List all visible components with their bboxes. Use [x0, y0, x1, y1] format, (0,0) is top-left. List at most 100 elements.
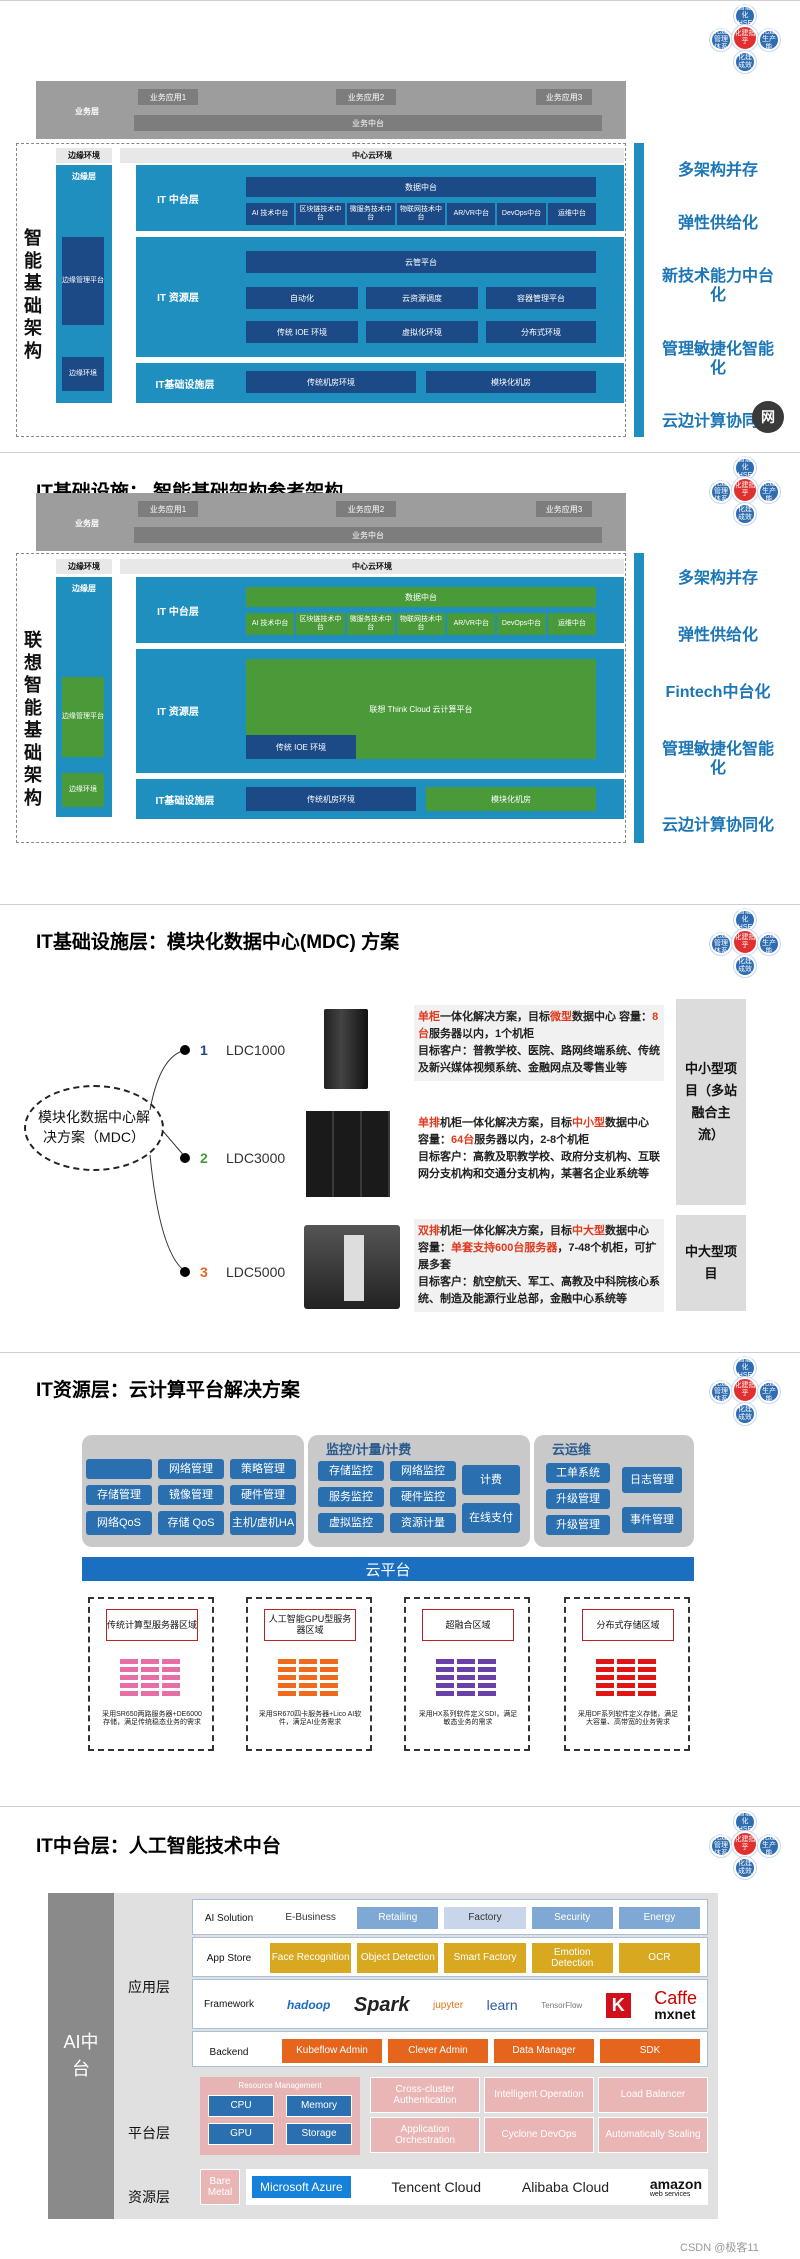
caffe-logo: Caffe [654, 1989, 697, 2007]
store-cell: Smart Factory [443, 1942, 526, 1974]
hl: 64台 [451, 1134, 474, 1146]
row-label: Backend [197, 2042, 261, 2062]
server-unit [478, 1659, 496, 1664]
app-solution-row: AI Solution E-Business Retailing Factory… [192, 1899, 708, 1935]
server-unit [617, 1675, 635, 1680]
cloud-mgmt: 云管平台 [246, 251, 596, 273]
mgmt-cell: 硬件管理 [230, 1485, 296, 1505]
row-label: Framework [197, 1994, 261, 2014]
mgmt-cell: 策略管理 [230, 1459, 296, 1479]
ioe-env: 传统 IOE 环境 [246, 735, 356, 759]
spark-logo: Spark [354, 1994, 410, 2017]
server-unit [320, 1675, 338, 1680]
slide-ai: IT中台层：人工智能技术中台 智能化HSE 化建管理体系 化建指乎 化建生产能 … [0, 1806, 800, 2259]
mod-room: 模块化机房 [426, 371, 596, 393]
right-item: 多架构并存 [662, 161, 774, 180]
right-item: 云边计算协同化 [662, 816, 774, 835]
vertical-title: 联想智能基础架构 [22, 629, 44, 809]
tencent-logo: Tencent Cloud [392, 2179, 482, 2195]
edge-platform: 边缘管理平台 [62, 677, 104, 757]
plat-cell: Automatically Scaling [598, 2117, 708, 2153]
right-list: 多架构并存 弹性供给化 Fintech中台化 管理敏捷化智能化 云边计算协同化 [662, 569, 774, 835]
backend-row: Backend Kubeflow Admin Clever Admin Data… [192, 2031, 708, 2067]
server-unit [141, 1659, 159, 1664]
tensorflow-logo: TensorFlow [541, 2001, 582, 2010]
mid-cells: AI 技术中台 区块链技术中台 微服务技术中台 物联网技术中台 AR/VR中台 … [246, 613, 596, 635]
dist-env: 分布式环境 [486, 321, 596, 343]
solution-cells: E-Business Retailing Factory Security En… [269, 1906, 701, 1930]
server-unit [436, 1683, 454, 1688]
store-cell: Object Detection [356, 1942, 439, 1974]
infra-layer-label: IT基础设施层 [140, 792, 230, 806]
row-label: App Store [197, 1948, 261, 1968]
watermark: CSDN @极客11 [680, 2239, 759, 2255]
solution-cell: Factory [443, 1906, 526, 1930]
server-unit [638, 1683, 656, 1688]
virt-env: 虚拟化环境 [366, 321, 478, 343]
right-item: 弹性供给化 [662, 214, 774, 233]
solution-cell: Energy [618, 1906, 701, 1930]
server-unit [596, 1675, 614, 1680]
framework-logos: hadoop Spark jupyter learn TensorFlow K … [287, 1988, 697, 2022]
server-unit [299, 1675, 317, 1680]
server-unit [596, 1659, 614, 1664]
infra-layer-label: IT基础设施层 [140, 376, 230, 390]
server-unit [638, 1691, 656, 1696]
slide5-title: IT中台层：人工智能技术中台 [36, 1831, 281, 1858]
edge-layer-label: 边缘层 [56, 581, 112, 595]
mid-cell: AI 技术中台 [246, 613, 294, 635]
ops-left: 工单系统 升级管理 升级管理 [546, 1463, 610, 1535]
edge-platform: 边缘管理平台 [62, 237, 104, 325]
right-list: 多架构并存 弹性供给化 新技术能力中台化 管理敏捷化智能化 云边计算协同化 [662, 161, 774, 431]
container: 容器管理平台 [486, 287, 596, 309]
vertical-title: 智能基础架构 [22, 227, 44, 362]
server-unit [596, 1691, 614, 1696]
zone-servers [596, 1659, 656, 1696]
log-mgmt: 日志管理 [622, 1467, 682, 1493]
right-arrow [634, 553, 644, 843]
logo: 智能化HSE 化建管理体系 化建指乎 化建生产能 化建成效 [706, 1357, 786, 1431]
server-unit [457, 1691, 475, 1696]
store-cell: OCR [618, 1942, 701, 1974]
mdc-name-3: LDC5000 [226, 1264, 285, 1280]
caffe-mxnet: Caffe mxnet [654, 1989, 697, 2021]
server-unit [299, 1683, 317, 1688]
ioe-env: 传统 IOE 环境 [246, 321, 358, 343]
monitor-cell: 网络监控 [390, 1461, 456, 1481]
res-layer-label: IT 资源层 [140, 703, 216, 717]
server-unit [162, 1691, 180, 1696]
server-unit [278, 1659, 296, 1664]
server-unit [120, 1675, 138, 1680]
zone-label: 人工智能GPU型服务器区域 [264, 1609, 356, 1641]
mid-cell: 物联网技术中台 [397, 203, 445, 225]
mgmt-cell: 网络QoS [86, 1511, 152, 1535]
server-unit [617, 1691, 635, 1696]
server-unit [141, 1667, 159, 1672]
zone-2: 人工智能GPU型服务器区域 采用SR670四卡服务器+Lico AI软件，满足A… [246, 1597, 372, 1751]
hl: 中大型 [572, 1225, 605, 1237]
server-unit [162, 1683, 180, 1688]
mdc-desc-2: 单排机柜一体化解决方案，目标中小型数据中心 容量：64台服务器以内，2-8个机柜… [414, 1111, 664, 1187]
jupyter-logo: jupyter [433, 2000, 463, 2011]
mdc-desc-1: 单柜一体化解决方案，目标微型数据中心 容量：8台服务器以内，1个机柜 目标客户：… [414, 1005, 664, 1081]
mid-cell: 区块链技术中台 [296, 613, 344, 635]
rm-box: Resource Management CPU Memory GPU Stora… [200, 2077, 360, 2155]
slide-cloud: IT资源层：云计算平台解决方案 智能化HSE 化建管理体系 化建指乎 化建生产能… [0, 1352, 800, 1806]
server-unit [478, 1683, 496, 1688]
t: 数据中心 容量： [572, 1011, 652, 1023]
solution-cell: E-Business [269, 1906, 352, 1930]
t: 目标客户：高教及职教学校、政府分支机构、互联 网分支机构和交通分支机构，某著名企… [418, 1151, 660, 1180]
server-unit [141, 1683, 159, 1688]
slide-architecture-lenovo: IT基础设施： 智能基础架构参考架构 智能化HSE 化建管理体系 化建指乎 化建… [0, 452, 800, 904]
biz-app-3: 业务应用3 [536, 501, 592, 517]
right-item: 弹性供给化 [662, 626, 774, 645]
mgmt-cell: 网络管理 [158, 1459, 224, 1479]
mid-layer-label: IT 中台层 [140, 191, 216, 205]
rm-title: Resource Management [200, 2079, 360, 2091]
server-unit [120, 1683, 138, 1688]
center-env-head: 中心云环境 [120, 559, 624, 574]
panel-mgmt-grid: 网络管理 策略管理 存储管理 镜像管理 硬件管理 网络QoS 存储 QoS 主机… [86, 1459, 300, 1535]
monitor-cell: 服务监控 [318, 1487, 384, 1507]
mid-cell: 微服务技术中台 [347, 613, 395, 635]
server-unit [120, 1691, 138, 1696]
